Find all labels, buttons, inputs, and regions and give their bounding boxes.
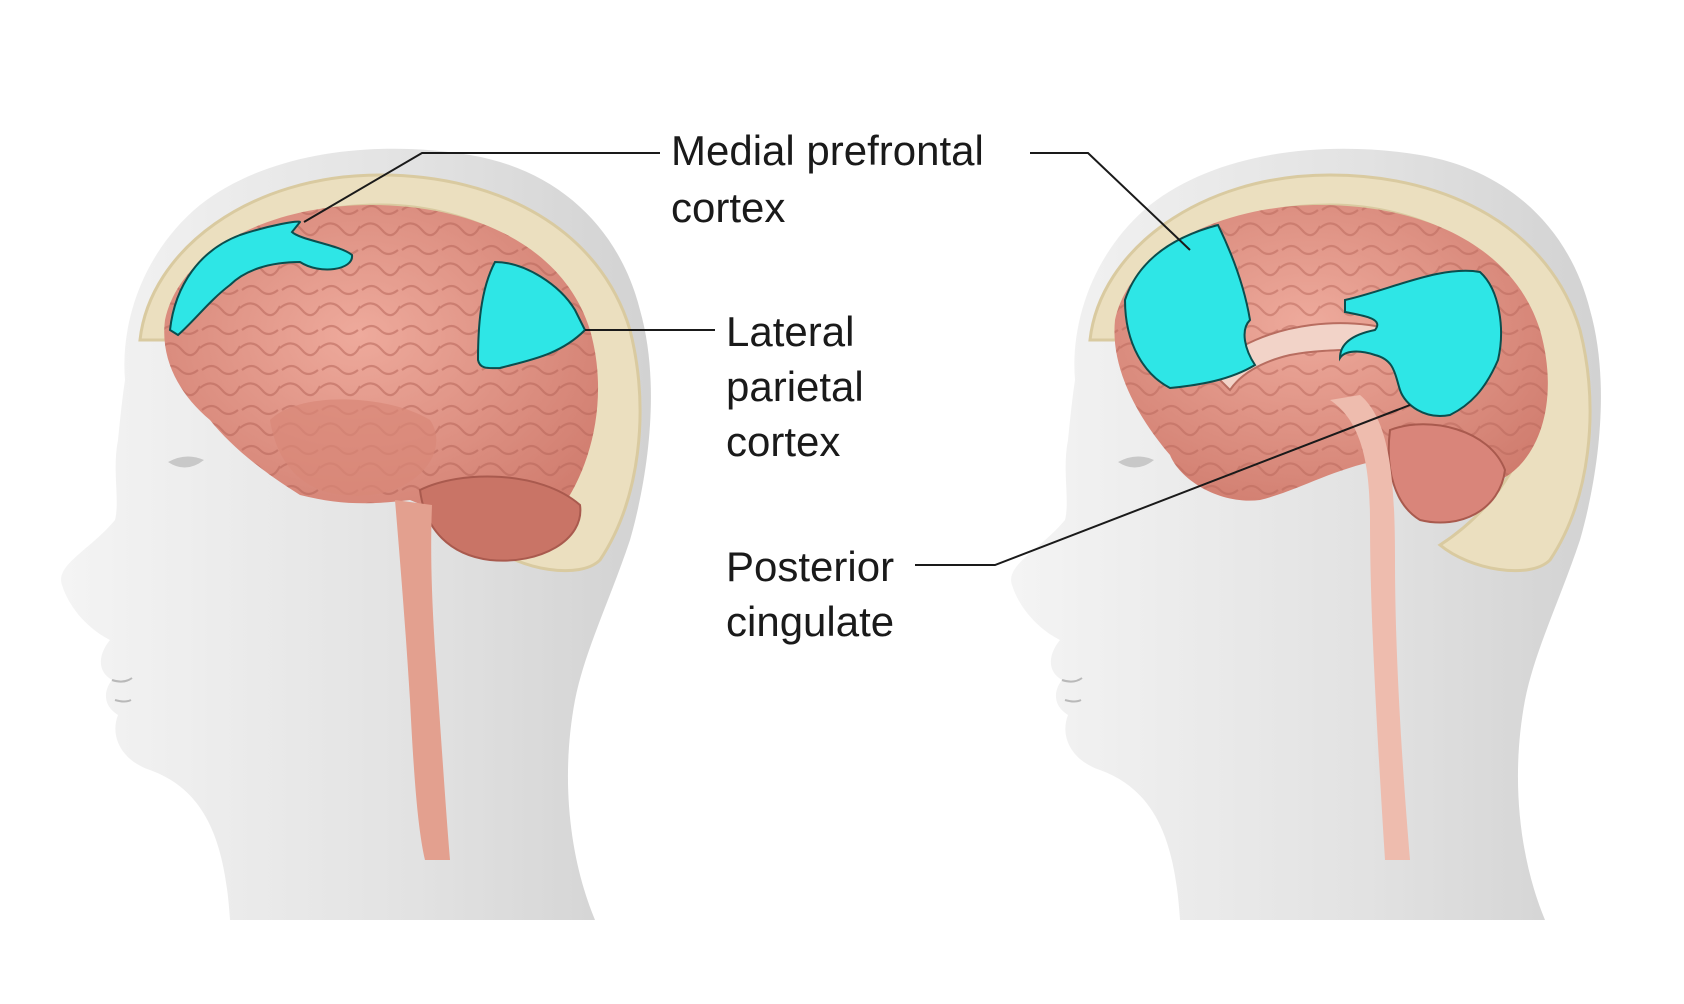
left-skull	[138, 173, 642, 573]
left-head-illustration	[0, 148, 700, 1004]
right-medial-prefrontal-highlight	[1123, 223, 1257, 390]
left-lips	[111, 677, 133, 703]
left-lateral-parietal-highlight	[476, 260, 587, 370]
left-medial-prefrontal-highlight	[168, 220, 353, 337]
leader-posterior-cingulate	[915, 404, 1411, 566]
leader-lines	[303, 152, 1411, 566]
label-medial-prefrontal-line2: cortex	[671, 184, 785, 231]
right-head-illustration	[950, 148, 1650, 1004]
left-temporal-lobe	[270, 399, 437, 496]
leader-medial-prefrontal-right	[1030, 152, 1191, 251]
right-skull	[1088, 173, 1592, 573]
right-lips	[1061, 677, 1083, 703]
right-posterior-cingulate-highlight	[1338, 269, 1502, 417]
label-lateral-parietal-line2: parietal	[726, 363, 864, 410]
label-medial-prefrontal-line1: Medial prefrontal	[671, 127, 984, 174]
right-cerebellum	[1387, 423, 1507, 524]
left-eye	[168, 456, 204, 468]
left-cerebellum	[418, 475, 582, 562]
label-lateral-parietal-line1: Lateral	[726, 308, 854, 355]
right-brainstem	[1330, 395, 1410, 860]
leader-medial-prefrontal-left	[303, 152, 660, 223]
label-posterior-cingulate-line2: cingulate	[726, 598, 894, 645]
label-lateral-parietal-line3: cortex	[726, 418, 840, 465]
labels: Medial prefrontal cortex Lateral parieta…	[671, 127, 984, 645]
right-eye	[1118, 456, 1154, 468]
label-posterior-cingulate-line1: Posterior	[726, 543, 894, 590]
